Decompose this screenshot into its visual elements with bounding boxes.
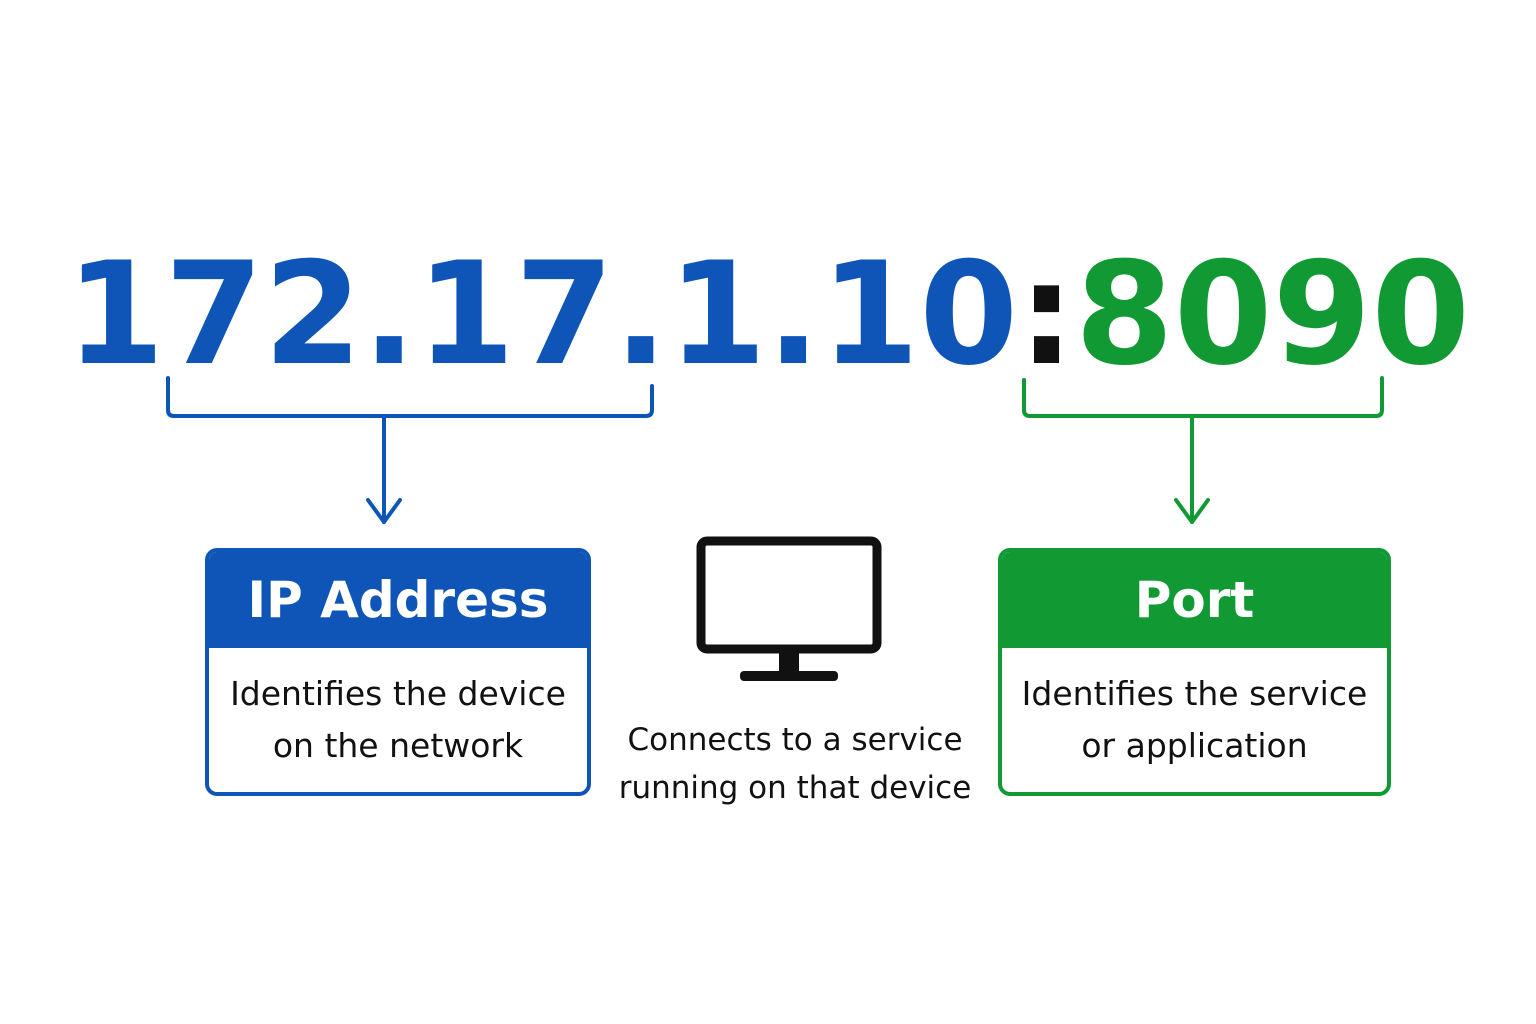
port-value: 8090 bbox=[1074, 232, 1471, 397]
ip-description-line: Identifies the device bbox=[230, 674, 566, 713]
port-description-line: Identifies the service bbox=[1021, 674, 1368, 713]
monitor-icon bbox=[696, 536, 882, 681]
ip-description-line: on the network bbox=[272, 726, 524, 765]
port-description-line: or application bbox=[1081, 726, 1308, 765]
port-card-title: Port bbox=[1002, 552, 1387, 648]
ip-bracket bbox=[166, 376, 654, 524]
port-arrow-head bbox=[1174, 498, 1210, 524]
port-card-description: Identifies the service or application bbox=[1002, 648, 1387, 792]
port-card: Port Identifies the service or applicati… bbox=[998, 548, 1391, 796]
port-bracket bbox=[1022, 376, 1384, 524]
connection-description-line: Connects to a service bbox=[627, 722, 963, 758]
ip-address-card-description: Identifies the device on the network bbox=[209, 648, 587, 792]
address-separator: : bbox=[1018, 232, 1075, 397]
ip-address-card: IP Address Identifies the device on the … bbox=[205, 548, 591, 796]
ip-address-card-title: IP Address bbox=[209, 552, 587, 648]
ip-address-value: 172.17.1.10 bbox=[65, 232, 1019, 397]
connection-description-line: running on that device bbox=[618, 770, 972, 806]
ip-arrow-head bbox=[366, 498, 402, 524]
connection-description: Connects to a service running on that de… bbox=[560, 716, 1030, 812]
address-display: 172.17.1.10:8090 bbox=[0, 240, 1536, 390]
